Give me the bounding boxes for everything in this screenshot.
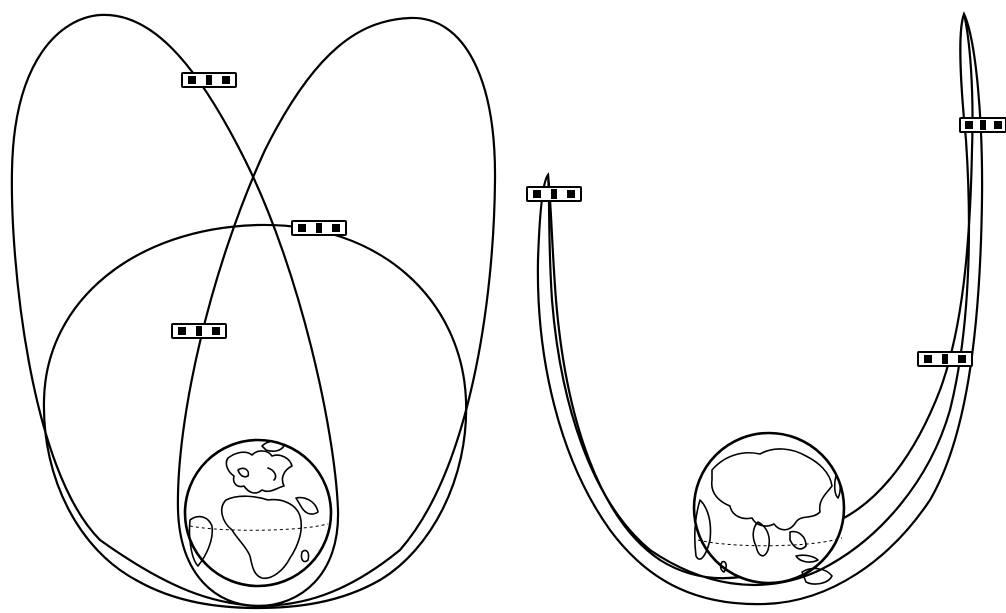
satellite-icon [960,118,1006,132]
satellite-icon [292,221,346,235]
right-panel [527,14,1006,604]
satellite-icon [918,352,972,366]
earth-globe-asia-icon [694,433,844,584]
satellite-icon [182,73,236,87]
left-panel [12,15,495,608]
satellite-icon [527,187,581,201]
earth-globe-europe-africa-icon [185,440,331,586]
satellite-icon [172,324,226,338]
